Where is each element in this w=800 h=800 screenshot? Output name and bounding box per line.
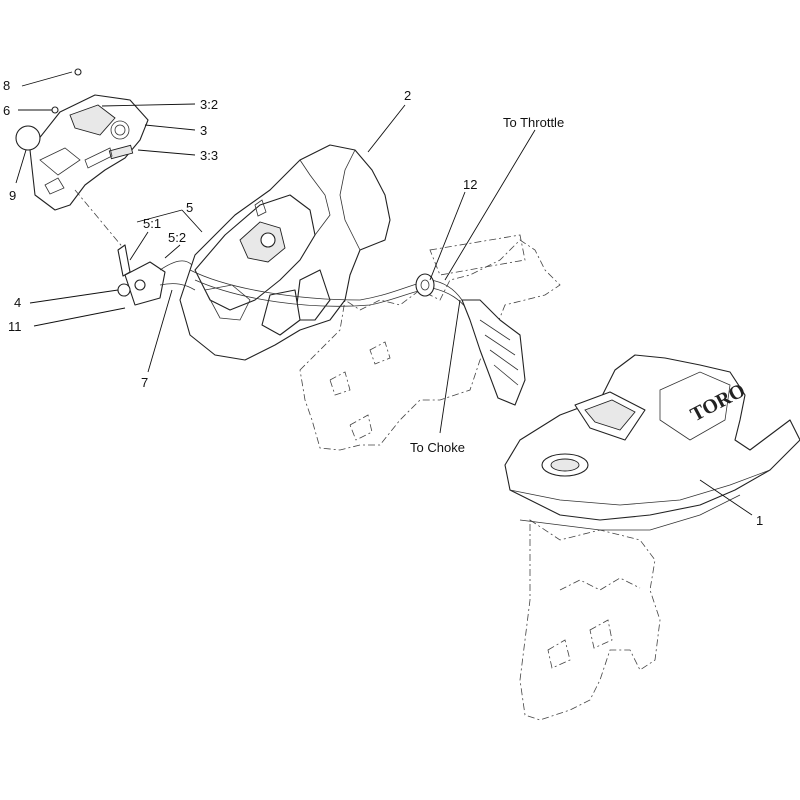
callout-1: 1 <box>756 513 763 528</box>
control-cables <box>189 269 526 406</box>
callout-2: 2 <box>404 88 411 103</box>
callout-5-2: 5:2 <box>168 230 186 245</box>
throttle-control-part-4 <box>74 189 196 306</box>
frame-bracket-lower <box>519 519 661 721</box>
callout-5: 5 <box>186 200 193 215</box>
callout-6: 6 <box>3 103 10 118</box>
console-right-part-1: TORO <box>504 354 800 531</box>
control-panel-part-3 <box>15 68 149 211</box>
callout-8: 8 <box>3 78 10 93</box>
callout-11: 11 <box>8 319 22 334</box>
console-left-part-2 <box>179 144 391 361</box>
note-to-throttle: To Throttle <box>503 115 564 130</box>
callout-3: 3 <box>200 123 207 138</box>
callout-labels: 8 6 9 3:2 3 3:3 2 5 5:1 5:2 4 11 7 12 1 … <box>3 78 763 528</box>
callout-7: 7 <box>141 375 148 390</box>
callout-12: 12 <box>463 177 477 192</box>
callout-4: 4 <box>14 295 21 310</box>
leader-lines <box>15 71 753 516</box>
frame-bracket-upper <box>299 234 561 451</box>
note-to-choke: To Choke <box>410 440 465 455</box>
callout-3-2: 3:2 <box>200 97 218 112</box>
callout-5-1: 5:1 <box>143 216 161 231</box>
callout-9: 9 <box>9 188 16 203</box>
callout-3-3: 3:3 <box>200 148 218 163</box>
